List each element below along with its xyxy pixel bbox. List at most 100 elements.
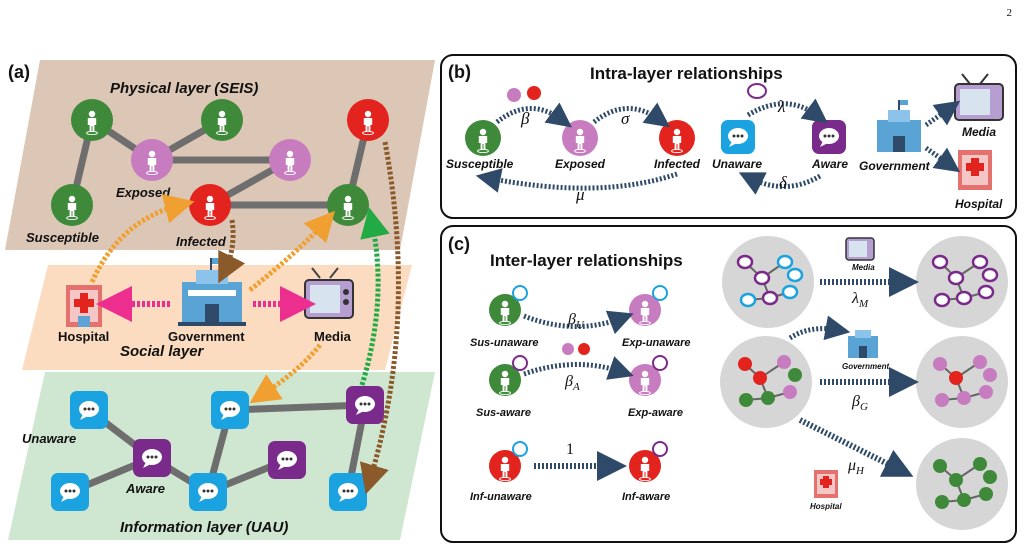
social-layer-title: Social layer bbox=[120, 343, 205, 360]
c-media-small-icon bbox=[845, 237, 875, 261]
hospital-icon bbox=[66, 285, 102, 327]
node-unaware-4 bbox=[189, 473, 227, 511]
c-hospital-small-icon bbox=[814, 470, 838, 498]
node-aware-1 bbox=[346, 386, 384, 424]
b-label-susceptible: Susceptible bbox=[446, 157, 514, 171]
node-susceptible-4 bbox=[327, 184, 369, 226]
b-label-infected: Infected bbox=[654, 157, 701, 171]
node-exposed-2 bbox=[269, 139, 311, 181]
c-label-exp-aware: Exp-aware bbox=[628, 407, 683, 419]
b-arrow-gov-to-hospital bbox=[924, 145, 961, 173]
label-unaware: Unaware bbox=[22, 431, 76, 446]
node-susceptible-3 bbox=[51, 184, 93, 226]
government-icon bbox=[178, 258, 246, 326]
b-label-government: Government bbox=[859, 159, 931, 173]
b-rate-sigma: σ bbox=[621, 109, 630, 128]
node-infected-1 bbox=[189, 184, 231, 226]
b-arrow-delta bbox=[738, 172, 822, 195]
label-susceptible: Susceptible bbox=[26, 230, 99, 245]
b-susceptible-node bbox=[465, 120, 501, 156]
c-arrow-beta-a bbox=[523, 356, 634, 380]
b-label-exposed: Exposed bbox=[555, 157, 606, 171]
c-rate-one: 1 bbox=[566, 441, 574, 458]
c-label-sus-aware: Sus-aware bbox=[476, 407, 531, 419]
node-unaware-1 bbox=[70, 391, 108, 429]
b-media-tv-icon bbox=[954, 73, 1004, 121]
node-exposed-1 bbox=[131, 139, 173, 181]
c-label-hospital: Hospital bbox=[810, 502, 842, 511]
b-hospital-icon bbox=[958, 150, 992, 190]
physical-layer-title: Physical layer (SEIS) bbox=[110, 80, 258, 97]
c-sus-unaware-node bbox=[489, 285, 528, 326]
information-layer-title: Information layer (UAU) bbox=[120, 519, 288, 536]
label-media: Media bbox=[314, 329, 352, 344]
arrow-media-to-unaware bbox=[249, 343, 322, 404]
c-arrow-beta-u bbox=[523, 310, 634, 335]
b-message-icon bbox=[747, 83, 767, 99]
panel-c-tag: (c) bbox=[448, 234, 470, 254]
b-rate-delta: δ bbox=[779, 173, 788, 192]
b-aware-node bbox=[812, 120, 846, 154]
panel-c: (c) Inter-layer relationships Sus-unawar… bbox=[440, 225, 1017, 543]
node-unaware-2 bbox=[211, 391, 249, 429]
c-rate-lambda-m: λM bbox=[851, 290, 869, 310]
label-aware: Aware bbox=[125, 481, 165, 496]
c-rate-beta-u: βU bbox=[567, 311, 585, 331]
node-aware-2 bbox=[133, 439, 171, 477]
panel-c-title: Inter-layer relationships bbox=[490, 251, 683, 270]
arrow-government-to-susceptible bbox=[248, 210, 335, 292]
c-rate-beta-a: βA bbox=[564, 373, 580, 393]
arrow-aware-to-susceptible bbox=[359, 207, 390, 386]
c-cluster-exposed bbox=[916, 336, 1008, 428]
arrow-hospital-to-infected bbox=[89, 194, 195, 284]
arrow-infected-to-government bbox=[218, 219, 246, 284]
c-cluster-mixed-health bbox=[720, 336, 812, 428]
label-infected: Infected bbox=[176, 234, 227, 249]
c-arrow-mu-h bbox=[798, 417, 914, 477]
panel-b: (b) Intra-layer relationships Susceptibl… bbox=[440, 54, 1017, 219]
label-hospital: Hospital bbox=[58, 329, 109, 344]
node-susceptible-2 bbox=[201, 99, 243, 141]
c-exp-aware-node bbox=[629, 355, 668, 396]
panel-a-tag: (a) bbox=[8, 62, 30, 82]
c-inf-aware-node bbox=[629, 441, 668, 482]
b-unaware-node bbox=[721, 120, 755, 154]
page-number: 2 bbox=[1007, 7, 1013, 19]
b-rate-lambda: λ bbox=[777, 97, 785, 116]
c-label-inf-unaware: Inf-unaware bbox=[470, 491, 532, 503]
c-inf-unaware-node bbox=[489, 441, 528, 482]
node-unaware-5 bbox=[329, 473, 367, 511]
panel-b-title: Intra-layer relationships bbox=[590, 64, 783, 83]
c-label-inf-aware: Inf-aware bbox=[622, 491, 670, 503]
label-government: Government bbox=[168, 329, 245, 344]
node-unaware-3 bbox=[51, 473, 89, 511]
b-arrow-gov-to-media bbox=[924, 100, 961, 128]
c-rate-beta-g: βG bbox=[851, 393, 868, 413]
b-government-icon bbox=[877, 100, 921, 152]
b-label-unaware: Unaware bbox=[712, 157, 762, 171]
c-label-media: Media bbox=[852, 263, 875, 272]
c-rate-mu-h: μH bbox=[847, 457, 865, 477]
arrow-infected-to-unaware bbox=[359, 141, 401, 495]
node-aware-3 bbox=[268, 441, 306, 479]
c-cluster-all-aware bbox=[916, 236, 1008, 328]
information-layer-plane bbox=[8, 372, 435, 540]
node-susceptible-1 bbox=[71, 99, 113, 141]
b-label-aware: Aware bbox=[811, 157, 848, 171]
panel-b-tag: (b) bbox=[448, 62, 471, 82]
b-label-media: Media bbox=[962, 125, 996, 139]
c-government-small-icon bbox=[848, 330, 878, 358]
c-sus-aware-node bbox=[489, 355, 528, 396]
b-exposed-node bbox=[562, 120, 598, 156]
node-infected-2 bbox=[347, 99, 389, 141]
b-rate-mu: μ bbox=[575, 185, 585, 204]
c-arrow-to-government bbox=[788, 315, 851, 341]
b-arrow-mu bbox=[475, 168, 678, 193]
b-rate-beta: β bbox=[520, 109, 530, 128]
b-label-hospital: Hospital bbox=[955, 197, 1003, 211]
panel-a: (a) Physical layer (SEIS) Social layer I… bbox=[5, 60, 435, 540]
c-cluster-recovered bbox=[916, 438, 1008, 530]
b-contact-pair-icon bbox=[507, 86, 541, 102]
b-infected-node bbox=[659, 120, 695, 156]
